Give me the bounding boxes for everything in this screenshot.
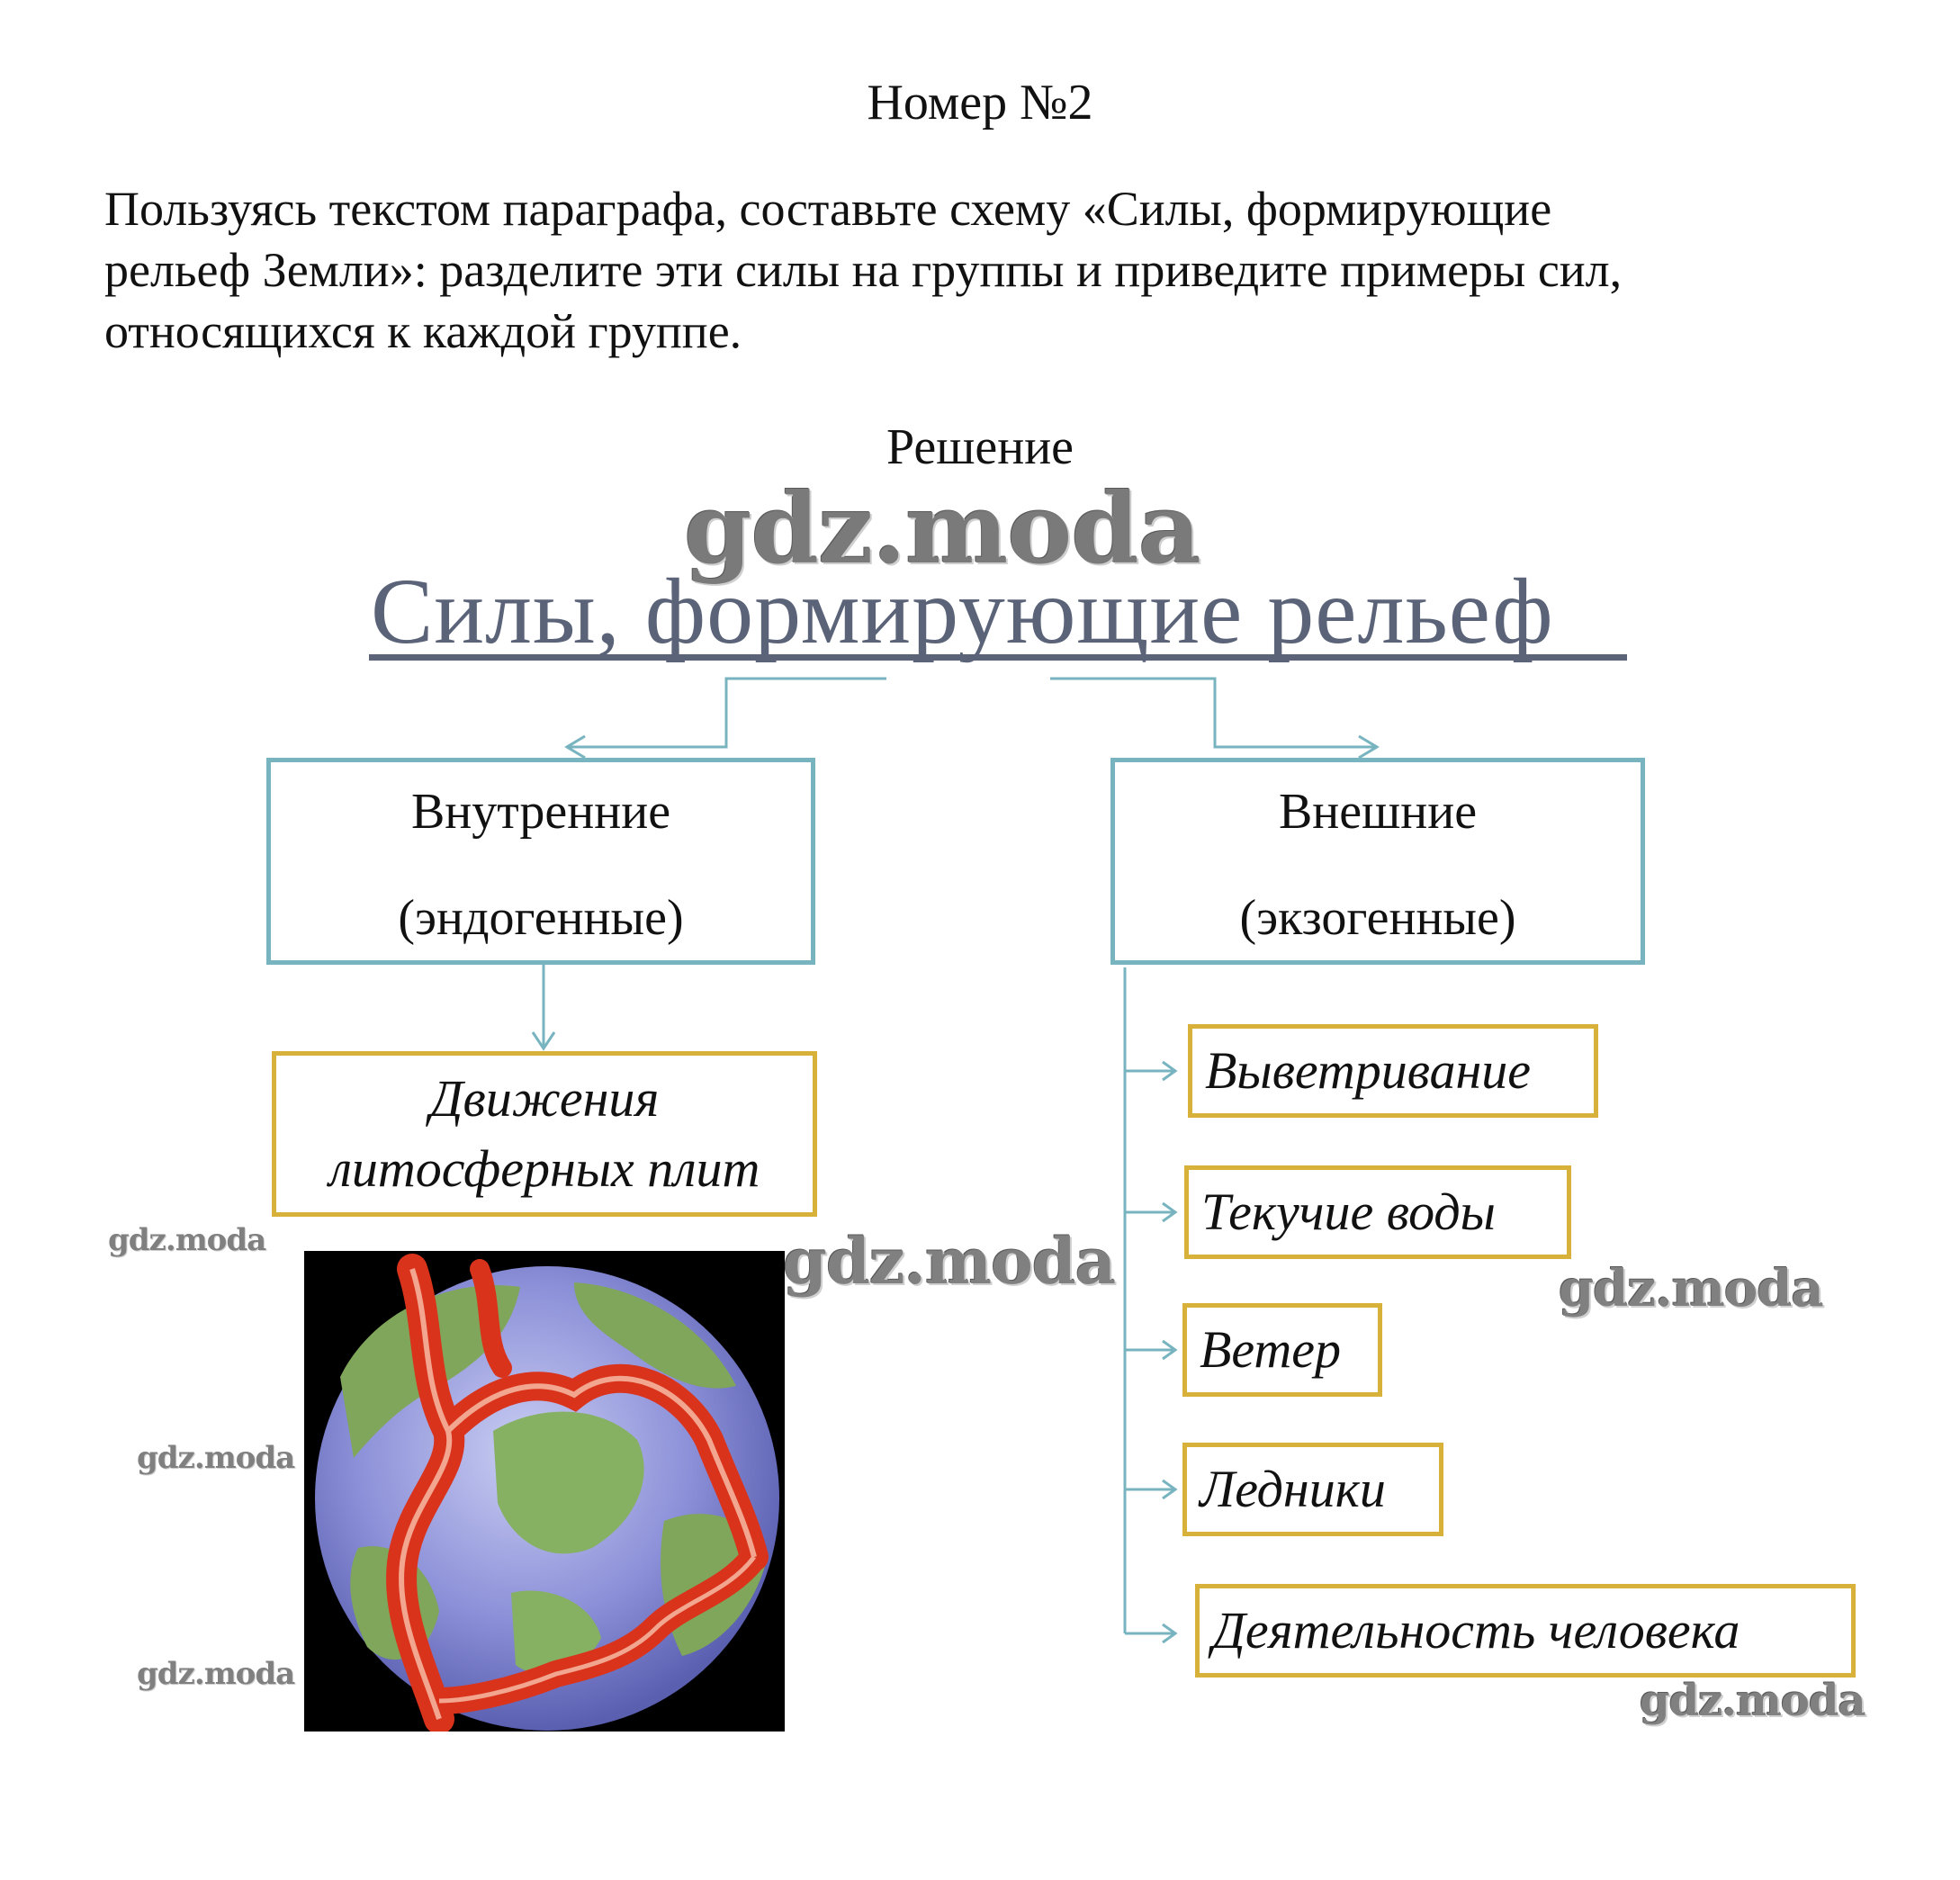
example-plates-line-1: Движения xyxy=(429,1069,660,1128)
internal-forces-label: Внутренние xyxy=(410,784,671,840)
task-text: Пользуясь текстом параграфа, составьте с… xyxy=(104,178,1868,362)
example-wind-label: Ветер xyxy=(1200,1320,1342,1379)
arrowhead-internal xyxy=(564,734,586,760)
branch-5-arrow xyxy=(1162,1623,1178,1644)
diagram-title: Силы, формирующие рельеф xyxy=(371,560,1554,663)
example-box-weathering: Выветривание xyxy=(1188,1024,1598,1118)
watermark: gdz.moda xyxy=(783,1224,1116,1299)
globe-icon xyxy=(315,1254,779,1734)
example-box-human-activity: Деятельность человека xyxy=(1195,1584,1856,1678)
branch-4-arrow xyxy=(1162,1479,1178,1500)
example-box-plates: Движения литосферных плит xyxy=(272,1051,817,1217)
connector-to-internal xyxy=(567,677,886,749)
branch-1-arrow xyxy=(1162,1060,1178,1082)
task-text-line-3: относящихся к каждой группе. xyxy=(104,304,742,358)
internal-forces-box: Внутренние (эндогенные) xyxy=(266,758,815,965)
external-forces-sublabel: (экзогенные) xyxy=(1239,890,1516,946)
task-number-title: Номер №2 xyxy=(867,75,1093,130)
watermark: gdz.moda xyxy=(108,1222,266,1258)
external-forces-box: Внешние (экзогенные) xyxy=(1110,758,1645,965)
example-box-wind: Ветер xyxy=(1182,1303,1382,1397)
example-human-activity-label: Деятельность человека xyxy=(1212,1601,1740,1660)
task-text-line-2: рельеф Земли»: разделите эти силы на гру… xyxy=(104,243,1623,297)
branch-3-arrow xyxy=(1162,1339,1178,1361)
globe-plates-image xyxy=(304,1251,785,1734)
example-box-glaciers: Ледники xyxy=(1182,1443,1443,1536)
watermark: gdz.moda xyxy=(1640,1676,1866,1726)
example-running-water-label: Текучие воды xyxy=(1201,1183,1496,1241)
watermark: gdz.moda xyxy=(684,472,1201,586)
arrowhead-internal-example xyxy=(531,1031,556,1051)
watermark: gdz.moda xyxy=(137,1656,295,1692)
example-glaciers-label: Ледники xyxy=(1200,1460,1386,1518)
task-text-line-1: Пользуясь текстом параграфа, составьте с… xyxy=(104,182,1552,236)
example-weathering-label: Выветривание xyxy=(1205,1041,1532,1100)
arrowhead-external xyxy=(1358,734,1380,760)
example-box-running-water: Текучие воды xyxy=(1184,1165,1571,1259)
watermark: gdz.moda xyxy=(137,1440,295,1476)
solution-label: Решение xyxy=(886,419,1074,475)
branch-2-arrow xyxy=(1162,1201,1178,1223)
internal-forces-sublabel: (эндогенные) xyxy=(398,890,684,946)
example-plates-line-2: литосферных плит xyxy=(328,1139,760,1198)
title-underline xyxy=(369,654,1627,661)
external-forces-label: Внешние xyxy=(1278,784,1478,840)
connector-to-external xyxy=(1050,677,1377,749)
watermark: gdz.moda xyxy=(1559,1259,1824,1318)
